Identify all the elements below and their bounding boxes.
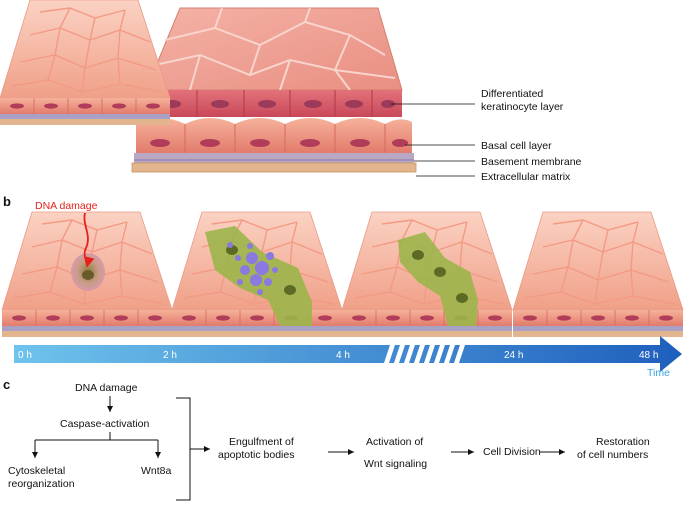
flow-engulfment-1: Engulfment of [229,436,294,448]
basement-membrane [134,153,414,163]
tile-4h [341,211,513,338]
tile-0h [1,211,173,338]
flow-cytoskeletal-2: reorganization [8,478,75,490]
panel-b-letter: b [3,194,11,209]
panel-c-letter: c [3,377,10,392]
label-basal: Basal cell layer [481,140,552,152]
flow-connectors [32,396,565,501]
flow-activation-2: Wnt signaling [364,458,427,470]
flow-cytoskeletal-1: Cytoskeletal [8,465,65,477]
flow-engulfment-2: apoptotic bodies [218,449,294,461]
tile-2h [171,211,343,338]
epithelium-tile-template [0,0,171,125]
apoptotic-bodies [227,242,278,295]
basal-layer [136,118,412,153]
tile-48h [512,211,684,338]
tick-24h: 24 h [504,350,523,361]
flow-caspase: Caspase-activation [60,418,149,430]
tick-2h: 2 h [163,350,177,361]
flow-dna-damage: DNA damage [75,382,138,394]
time-break-stripes [384,345,465,363]
label-ecm: Extracellular matrix [481,171,571,183]
tick-0h: 0 h [18,350,32,361]
dna-damage-arrow [83,212,95,268]
skin-cross-section [131,7,417,173]
label-differentiated-2: keratinocyte layer [481,101,564,113]
time-arrow [14,336,682,372]
extracellular-matrix [131,162,417,173]
flow-division: Cell Division [483,446,541,458]
tick-4h: 4 h [336,350,350,361]
tick-48h: 48 h [639,350,658,361]
flow-restoration-2: of cell numbers [577,449,648,461]
flow-restoration-1: Restoration [596,436,650,448]
basal-nuclei [150,139,408,147]
label-differentiated-1: Differentiated [481,88,543,100]
time-axis-label: Time [647,367,670,379]
flow-bracket [176,397,191,501]
dna-damage-callout: DNA damage [35,200,98,212]
label-basement: Basement membrane [481,156,582,168]
label-leader-lines [391,103,475,177]
keratinocyte-surface [145,7,403,91]
flow-wnt8a: Wnt8a [141,465,172,477]
flow-activation-1: Activation of [366,436,423,448]
surface-cell-borders [154,7,396,91]
